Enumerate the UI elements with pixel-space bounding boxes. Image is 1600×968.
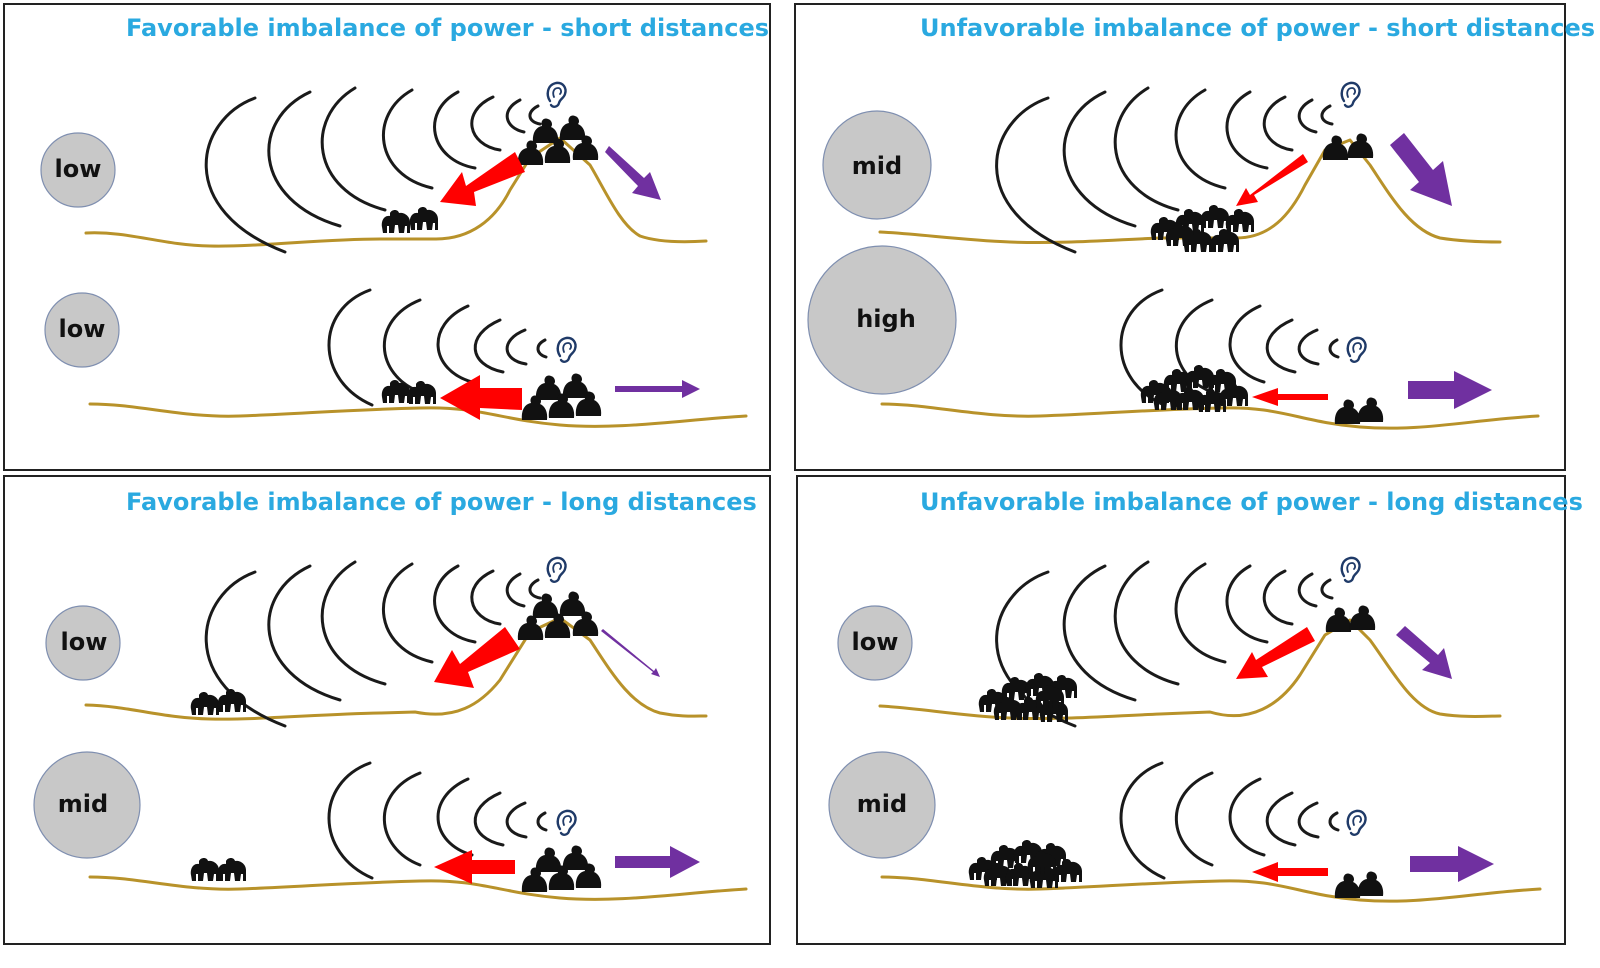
panel-2-row-1-purple-arrow [1390, 133, 1452, 206]
panel-3-row-1-red-arrow [434, 627, 520, 688]
panel-1-row-1-purple-arrow [605, 146, 661, 200]
panel-4-row-1-level-circle [837, 605, 913, 681]
panel-1-row-2-sound-waves [327, 288, 548, 407]
panel-2-row-1-level-label: mid [852, 152, 902, 180]
panel-3-row-2-red-arrow [434, 850, 515, 884]
panel-2-row-1-red-arrow [1236, 154, 1308, 206]
panel-2-title: Unfavorable imbalance of power - short d… [920, 14, 1595, 42]
panel-4-row-1-sound-waves [995, 560, 1334, 728]
panel-3-row-1-purple-arrow [601, 629, 660, 677]
panel-1-title: Favorable imbalance of power - short dis… [126, 14, 769, 42]
panel-4-row-2-level-label: mid [857, 790, 907, 818]
panel-4-row-2-level-circle [828, 751, 936, 859]
panel-1-row-2-level-circle [44, 292, 120, 368]
panel-2-row-1-terrain [878, 138, 1502, 245]
panel-3-row-2-purple-arrow [615, 846, 700, 878]
panel-4-title: Unfavorable imbalance of power - long di… [920, 488, 1583, 516]
panel-1-row-1-level-circle [40, 132, 116, 208]
panel-1-row-2-red-arrow [440, 375, 522, 420]
panel-1-row-1-level-label: low [55, 155, 102, 183]
panel-4-row-1-terrain [878, 618, 1502, 721]
panel-2: Unfavorable imbalance of power - short d… [794, 3, 1595, 471]
panel-1-row-1-terrain [84, 136, 708, 248]
panel-3: Favorable imbalance of power - long dist… [3, 475, 771, 945]
panel-1-row-1-sound-waves [204, 86, 542, 254]
panel-3-row-2-level-circle [33, 751, 141, 859]
panel-3-row-2-terrain [88, 875, 748, 901]
panel-4-row-1-level-label: low [852, 628, 899, 656]
panel-4-row-1-red-arrow [1236, 627, 1315, 679]
panel-4-row-2-terrain [880, 875, 1542, 903]
panel-4: Unfavorable imbalance of power - long di… [796, 475, 1583, 945]
panel-1: Favorable imbalance of power - short dis… [3, 3, 771, 471]
panel-3-row-1-sound-waves [204, 560, 542, 728]
panel-2-row-2-red-arrow [1252, 388, 1328, 406]
panel-3-row-1-level-circle [45, 605, 121, 681]
panel-2-row-1-level-circle [822, 110, 932, 220]
panel-3-title: Favorable imbalance of power - long dist… [126, 488, 757, 516]
panel-3-row-1-level-label: low [61, 628, 108, 656]
panel-3-row-2-sound-waves [327, 761, 548, 880]
panel-4-row-2-red-arrow [1252, 862, 1328, 882]
panel-4-row-2-sound-waves [1119, 761, 1340, 880]
panel-1-row-2-terrain [88, 402, 748, 428]
panel-2-row-2-level-label: high [856, 305, 916, 333]
panel-2-row-2-purple-arrow [1408, 371, 1492, 409]
panel-1-row-2-level-label: low [59, 315, 106, 343]
panel-2-row-2-level-circle [807, 245, 957, 395]
panel-3-row-2-level-label: mid [58, 790, 108, 818]
panel-1-row-2-purple-arrow [615, 380, 700, 398]
panel-1-row-1-red-arrow [440, 152, 525, 206]
panel-2-row-1-sound-waves [995, 86, 1334, 254]
panel-4-row-2-purple-arrow [1410, 846, 1494, 882]
panel-4-row-1-purple-arrow [1396, 626, 1452, 679]
panel-3-row-1-terrain [84, 616, 708, 721]
